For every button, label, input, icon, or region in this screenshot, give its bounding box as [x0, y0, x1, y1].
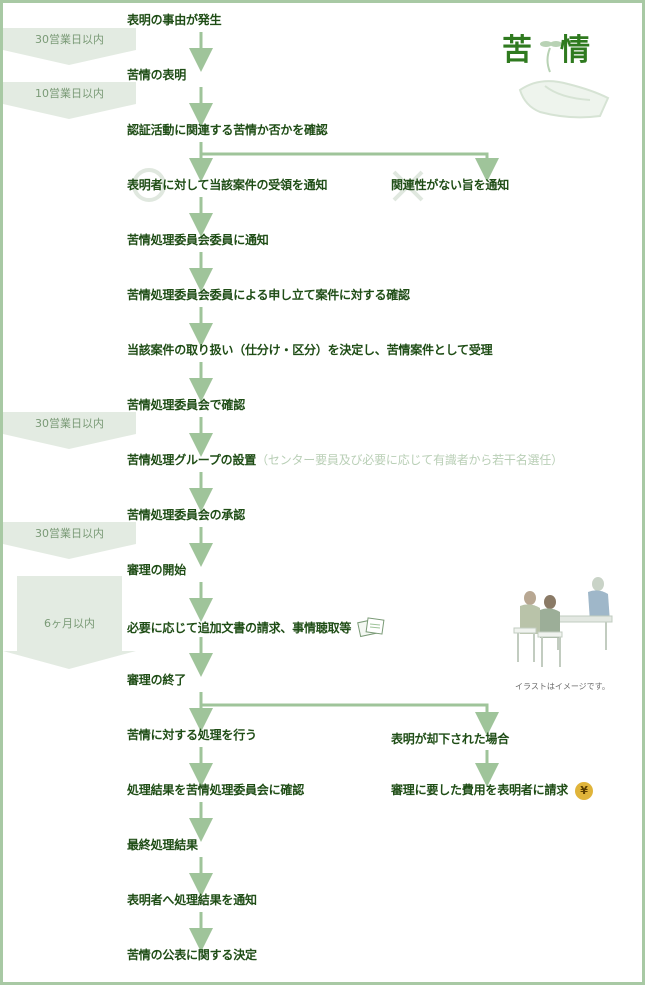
circle-mark-icon: [132, 168, 166, 202]
step-committee-check: 苦情処理委員会で確認: [127, 398, 246, 412]
step-handling-decision: 当該案件の取り扱い（仕分け・区分）を決定し、苦情案件として受理: [127, 343, 493, 357]
title-logo: 苦 情: [500, 28, 615, 123]
cost-billing-label: 審理に要した費用を表明者に請求: [391, 783, 569, 797]
step-group-setup: 苦情処理グループの設置（センター要員及び必要に応じて有識者から若干名選任）: [127, 451, 563, 468]
svg-text:苦: 苦: [502, 33, 532, 68]
step-committee-approval: 苦情処理委員会の承認: [127, 508, 246, 522]
step-publication-decision: 苦情の公表に関する決定: [127, 948, 257, 962]
step-rejected: 表明が却下された場合: [391, 732, 510, 746]
cross-mark-icon: [392, 170, 424, 202]
step-committee-confirmation: 苦情処理委員会委員による申し立て案件に対する確認: [127, 288, 410, 302]
step-handle-complaint: 苦情に対する処理を行う: [127, 728, 257, 742]
step-additional-documents: 必要に応じて追加文書の請求、事情聴取等: [127, 616, 387, 641]
step-complaint-statement: 苦情の表明: [127, 68, 187, 82]
step-cost-billing: 審理に要した費用を表明者に請求 ¥: [391, 781, 593, 800]
group-setup-note: （センター要員及び必要に応じて有識者から若干名選任）: [256, 453, 563, 467]
step-issue-occurs: 表明の事由が発生: [127, 13, 222, 27]
step-final-result: 最終処理結果: [127, 838, 198, 852]
step-result-confirmation: 処理結果を苦情処理委員会に確認: [127, 783, 305, 797]
step-receipt-notice: 表明者に対して当該案件の受領を通知: [127, 178, 328, 192]
svg-text:情: 情: [560, 33, 590, 68]
meeting-illustration: [510, 572, 620, 677]
step-hearing-end: 審理の終了: [127, 673, 187, 687]
illustration-caption: イラストはイメージです。: [515, 682, 610, 691]
step-hearing-start: 審理の開始: [127, 563, 187, 577]
step-relevance-check: 認証活動に関連する苦情か否かを確認: [127, 123, 328, 137]
documents-icon: [357, 616, 387, 641]
step-notify-result: 表明者へ処理結果を通知: [127, 893, 257, 907]
yen-coin-icon: ¥: [575, 781, 593, 800]
step-irrelevant-notice: 関連性がない旨を通知: [391, 178, 510, 192]
additional-documents-label: 必要に応じて追加文書の請求、事情聴取等: [127, 621, 352, 635]
group-setup-label: 苦情処理グループの設置: [127, 453, 257, 467]
step-notify-committee: 苦情処理委員会委員に通知: [127, 233, 269, 247]
